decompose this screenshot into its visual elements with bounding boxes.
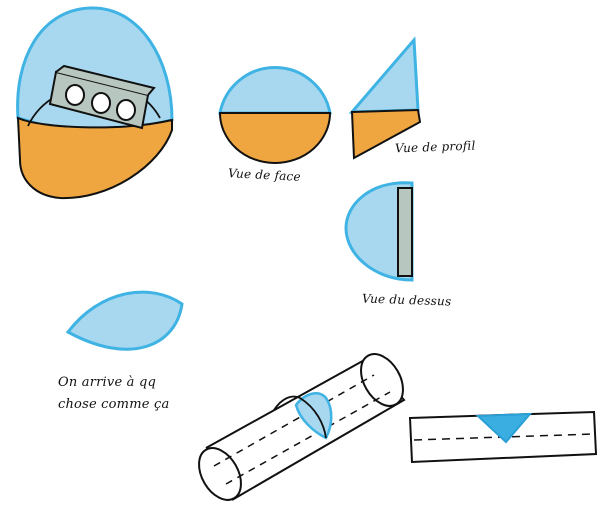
top-view-drawing [344,181,414,282]
profile-view-label: Vue de profil [394,138,476,156]
cylinder-end-left [198,447,242,501]
cylinder-hidden-line-1 [213,374,375,467]
pod-porthole-2 [91,92,111,114]
profile-view-top [348,36,420,114]
cylinder-hidden-line-2 [225,391,391,485]
cylinder-drawing [198,353,406,501]
front-view-top [218,66,332,115]
cylinder-cut-outline [273,395,327,439]
front-view-bottom [218,112,332,164]
pod-porthole-1 [65,84,85,106]
front-view-drawing [218,66,332,164]
lens-shape [65,290,184,351]
note-line-2: chose comme ça [58,397,170,412]
top-view-half-disc [344,181,414,282]
profile-view-drawing [348,36,422,160]
top-view-panel [397,187,413,277]
pod-3d-drawing [16,6,174,200]
side-bar-drawing [408,410,598,464]
note-label: On arrive à qq chose comme ça [58,372,169,416]
side-bar-triangle [475,412,533,444]
cylinder-end-right [360,353,404,407]
profile-view-bottom [350,108,422,160]
pod-porthole-3 [116,99,136,121]
pod-window-panel-top [55,64,156,96]
pod-base [16,116,173,200]
note-line-1: On arrive à qq [58,375,156,390]
